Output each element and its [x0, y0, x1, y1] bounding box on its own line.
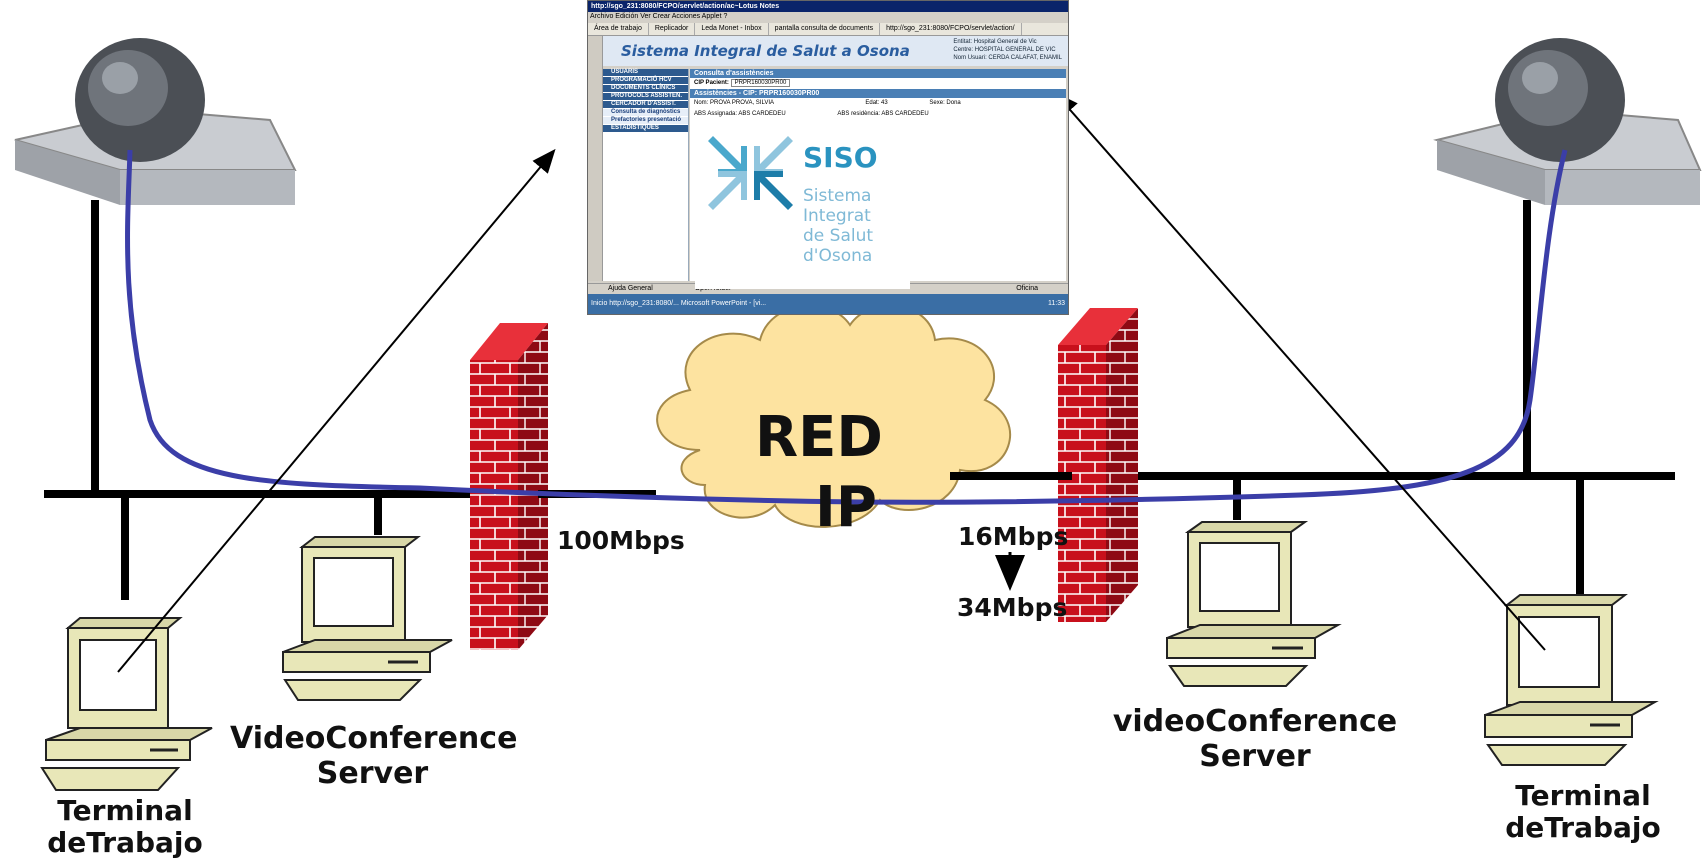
tab-documents: pantalla consulta de documents — [769, 23, 881, 35]
abs-row: ABS Assignada: ABS CARDEDEU ABS residènc… — [690, 109, 1066, 120]
panel-header-results: Assistències - CIP: PRPR160030PR00 — [690, 89, 1066, 98]
app-screenshot-window: http://sgo_231:8080/FCPO/servlet/action/… — [587, 0, 1069, 315]
firewall-left — [470, 323, 548, 650]
taskbar-items: Inicio http://sgo_231:8080/... Microsoft… — [591, 300, 767, 307]
siso-logo-icon — [708, 136, 793, 210]
cip-value: PRPR160030PR00 — [730, 79, 791, 87]
terminal-right-label-line2: deTrabajo — [1505, 811, 1661, 845]
server-left-label-line1: VideoConference — [230, 721, 518, 756]
server-left-label: VideoConference Server — [230, 721, 518, 791]
sidebar-item-protocols: PROTOCOLS ASSISTEN. — [603, 93, 688, 100]
patient-name: Nom: PROVA PROVA, SILVIA — [694, 100, 774, 106]
taskbar-clock: 11:33 — [1048, 300, 1065, 307]
cip-row: CIP Pacient: PRPR160030PR00 — [690, 78, 1066, 89]
tab-workspace: Área de trabajo — [588, 23, 649, 35]
bandwidth-right-top-label: 16Mbps — [958, 522, 1069, 551]
siso-logo: SISO Sistema Integrat de Salut d'Osona — [695, 123, 910, 289]
videoconference-path — [125, 149, 1568, 505]
arrow-terminal-right-to-app — [1054, 91, 1546, 651]
tab-inbox: Leda Monet - Inbox — [695, 23, 769, 35]
patient-sex: Sexe: Dona — [929, 100, 961, 106]
sidebar-item-users: USUARIS — [603, 69, 688, 76]
sidebar-item-programming: PROGRAMACIÓ HCV — [603, 77, 688, 84]
bandwidth-left-label: 100Mbps — [557, 526, 685, 555]
patient-age: Edat: 43 — [865, 100, 888, 106]
terminal-left-label: Terminal deTrabajo — [40, 794, 210, 860]
server-right-label: videoConference Server — [1110, 704, 1400, 774]
os-taskbar: Inicio http://sgo_231:8080/... Microsoft… — [588, 294, 1068, 314]
siso-sub-1: Sistema — [803, 186, 872, 206]
app-banner-info: Entitat: Hospital General de Vic Centre:… — [953, 38, 1062, 62]
app-title: Sistema Integral de Salut a Osona — [621, 42, 910, 60]
app-sidebar: USUARIS PROGRAMACIÓ HCV DOCUMENTS CLÍNIC… — [603, 69, 689, 281]
patient-row: Nom: PROVA PROVA, SILVIA Edat: 43 Sexe: … — [690, 98, 1066, 109]
sidebar-subitem-diagnostics: Consulta de diagnòstics — [603, 109, 688, 116]
terminal-left-label-line1: Terminal — [57, 794, 193, 827]
banner-user: Nom Usuari: CERDA CALAFAT, ENAMIL — [953, 55, 1062, 61]
computer-server-left — [282, 536, 453, 701]
sidebar-subitem-invoices: Prefactories presentació — [603, 117, 688, 124]
cip-label: CIP Pacient: — [694, 80, 729, 86]
banner-entity: Entitat: Hospital General de Vic — [953, 39, 1037, 45]
siso-sub-4: d'Osona — [803, 246, 873, 266]
videoconference-camera-right — [1433, 38, 1702, 205]
bandwidth-right-bottom-label: 34Mbps — [957, 593, 1068, 622]
window-title: http://sgo_231:8080/FCPO/servlet/action/… — [588, 1, 1068, 12]
computer-terminal-right — [1484, 594, 1659, 766]
window-toolstrip — [588, 36, 603, 281]
terminal-right-label: Terminal deTrabajo — [1498, 779, 1668, 845]
siso-sub-3: de Salut — [803, 226, 874, 246]
firewall-right — [1058, 308, 1138, 622]
server-right-label-line2: Server — [1199, 738, 1311, 774]
server-right-label-line1: videoConference — [1112, 704, 1398, 739]
tab-replicator: Replicador — [649, 23, 696, 35]
siso-sub-2: Integrat — [803, 206, 871, 226]
siso-logo-name: SISO — [803, 141, 878, 174]
abs-residence: ABS residència: ABS CARDEDEU — [837, 111, 929, 117]
cloud-label-red: RED — [755, 405, 883, 470]
panel-header: Consulta d'assistències — [690, 69, 1066, 78]
arrow-terminal-left-to-app — [117, 148, 556, 673]
siso-logo-subtitle: Sistema Integrat de Salut d'Osona — [803, 186, 873, 266]
server-left-label-line2: Server — [316, 755, 429, 791]
sidebar-item-statistics: ESTADÍSTIQUES — [603, 125, 688, 132]
computer-terminal-left — [40, 617, 213, 791]
terminal-left-label-line2: deTrabajo — [47, 826, 203, 860]
computer-server-right — [1166, 521, 1342, 687]
window-menubar: Archivo Edición Ver Crear Acciones Apple… — [590, 13, 728, 20]
banner-centre: Centre: HOSPITAL GENERAL DE VIC — [953, 47, 1056, 53]
cloud-label-ip: IP — [815, 475, 877, 540]
videoconference-camera-left — [14, 38, 297, 205]
terminal-right-label-line1: Terminal — [1515, 779, 1651, 812]
ip-network-cloud — [656, 304, 1012, 528]
abs-assigned: ABS Assignada: ABS CARDEDEU — [694, 111, 786, 117]
sidebar-item-search: CERCADOR D'ASSIST. — [603, 101, 688, 108]
status-help: Ajuda General — [608, 285, 653, 292]
app-banner: Sistema Integral de Salut a Osona Entita… — [603, 36, 1068, 66]
status-office: Oficina — [1016, 285, 1038, 292]
tab-url: http://sgo_231:8080/FCPO/servlet/action/ — [880, 23, 1022, 35]
sidebar-item-documents: DOCUMENTS CLÍNICS — [603, 85, 688, 92]
